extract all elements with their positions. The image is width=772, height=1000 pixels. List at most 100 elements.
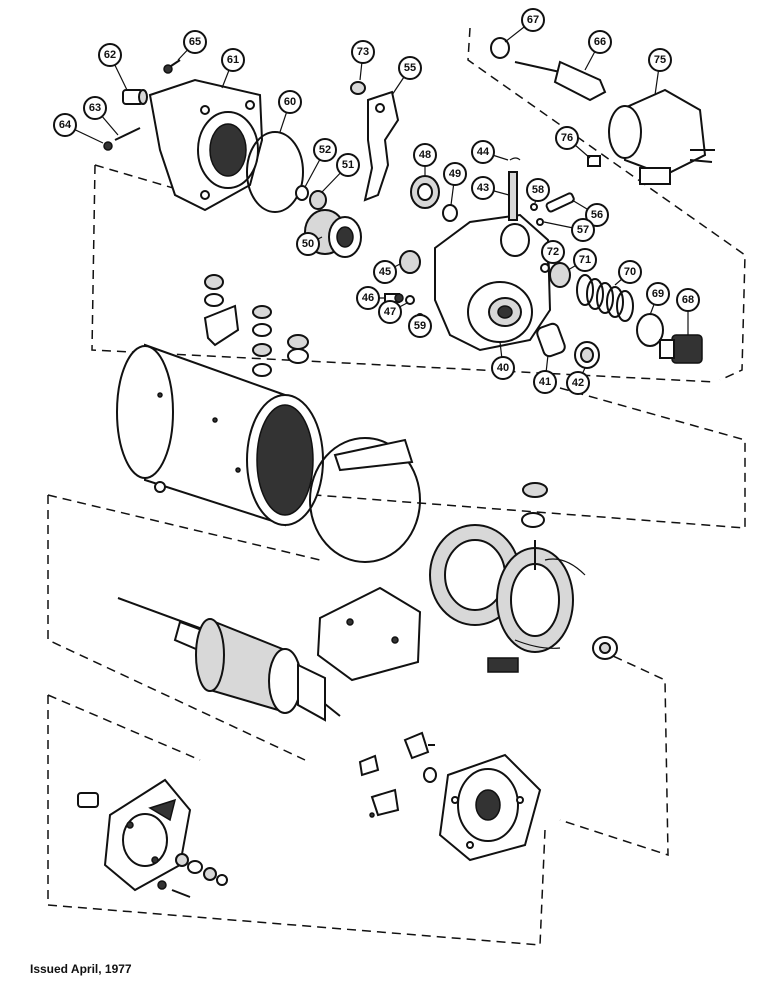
- callout-circle: [413, 143, 437, 167]
- end-washers-part: [157, 853, 228, 898]
- callout-circle: [398, 56, 422, 80]
- callout-63: 63: [83, 96, 119, 136]
- callout-55: 55: [391, 56, 422, 96]
- field-frame-part: [116, 343, 324, 527]
- washer-71-part: [549, 262, 571, 288]
- callout-42: 42: [566, 367, 590, 395]
- frame-plug-part: [592, 636, 618, 660]
- callout-49: 49: [443, 162, 467, 206]
- bushing-62-part: [122, 89, 148, 105]
- callout-number: 67: [527, 14, 539, 26]
- callout-52: 52: [304, 138, 337, 188]
- callout-number: 70: [624, 266, 636, 278]
- washer-45-part: [399, 250, 421, 274]
- callout-circle: [378, 300, 402, 324]
- callout-circle: [533, 370, 557, 394]
- end-bushing-part: [77, 792, 99, 808]
- callout-circle: [471, 140, 495, 164]
- callout-number: 56: [591, 209, 603, 221]
- issue-date: Issued April, 1977: [30, 962, 132, 976]
- callout-44: 44: [471, 140, 509, 164]
- callout-number: 50: [302, 238, 314, 250]
- callout-circle: [573, 248, 597, 272]
- washer-58-part: [530, 203, 538, 211]
- callout-48: 48: [413, 143, 437, 176]
- callout-circle: [566, 371, 590, 395]
- callout-64: 64: [53, 113, 104, 144]
- callout-circle: [676, 288, 700, 312]
- dashed-outline-end-plate: [47, 694, 546, 946]
- brush-hardware-part: [358, 731, 437, 818]
- ring-57-part: [536, 218, 544, 226]
- callout-number: 66: [594, 36, 606, 48]
- callout-circle: [98, 43, 122, 67]
- callout-57: 57: [543, 218, 595, 242]
- commutator-end-plate-part: [438, 753, 542, 862]
- callout-69: 69: [646, 282, 670, 316]
- callout-circle: [521, 8, 545, 32]
- callout-67: 67: [504, 8, 545, 43]
- callout-circle: [53, 113, 77, 137]
- drive-end-plate-part: [103, 778, 192, 892]
- callout-circle: [646, 282, 670, 306]
- dashed-outline-frame: [314, 387, 746, 529]
- drive-housing-part: [148, 78, 264, 212]
- callout-circle: [571, 218, 595, 242]
- callout-number: 44: [477, 146, 490, 158]
- callout-number: 64: [59, 119, 72, 131]
- callout-number: 76: [561, 132, 573, 144]
- shift-lever-55-part: [363, 90, 400, 202]
- plug-64-part: [103, 141, 113, 151]
- washer-52-part: [295, 185, 309, 201]
- washer-47-part: [405, 295, 415, 305]
- callout-60: 60: [278, 90, 302, 133]
- callout-number: 55: [404, 62, 416, 74]
- callout-56: 56: [571, 199, 609, 227]
- callout-number: 60: [284, 96, 296, 108]
- callout-circle: [618, 260, 642, 284]
- callout-number: 48: [419, 149, 431, 161]
- field-coil-part: [429, 524, 586, 673]
- callout-circle: [471, 176, 495, 200]
- spring-70-part: [576, 274, 634, 322]
- rod-43-part: [508, 171, 518, 221]
- insulator-band-part: [309, 437, 421, 563]
- ring-72-part: [540, 263, 550, 273]
- callout-66: 66: [584, 30, 612, 71]
- washer-51-part: [309, 190, 327, 210]
- callout-47: 47: [378, 300, 408, 324]
- callout-circle: [221, 48, 245, 72]
- sleeve-41-part: [536, 322, 566, 358]
- bearing-48-part: [410, 175, 440, 209]
- ring-49-part: [442, 204, 458, 222]
- clip-44-part: [509, 157, 521, 161]
- callout-51: 51: [321, 153, 360, 193]
- callout-46: 46: [356, 286, 385, 310]
- callout-number: 72: [547, 246, 559, 258]
- washer-67-part: [490, 37, 510, 59]
- callout-number: 68: [682, 294, 694, 306]
- callout-50: 50: [296, 232, 323, 256]
- callout-41: 41: [533, 354, 557, 394]
- nut-73-part: [350, 81, 366, 95]
- callout-number: 47: [384, 306, 396, 318]
- callout-circle: [183, 30, 207, 54]
- callout-circle: [541, 240, 565, 264]
- callout-circle: [313, 138, 337, 162]
- screw-65-part: [163, 59, 181, 74]
- callout-number: 40: [497, 362, 509, 374]
- callout-number: 41: [539, 376, 551, 388]
- terminal-stud-part: [521, 482, 548, 570]
- callout-circle: [443, 162, 467, 186]
- callout-number: 63: [89, 102, 101, 114]
- callout-number: 59: [414, 320, 426, 332]
- callout-circle: [351, 40, 375, 64]
- callout-number: 49: [449, 168, 461, 180]
- callout-72: 72: [541, 240, 565, 265]
- callout-number: 73: [357, 46, 369, 58]
- callout-number: 71: [579, 254, 591, 266]
- terminal-hardware-part: [203, 274, 309, 377]
- callout-circle: [296, 232, 320, 256]
